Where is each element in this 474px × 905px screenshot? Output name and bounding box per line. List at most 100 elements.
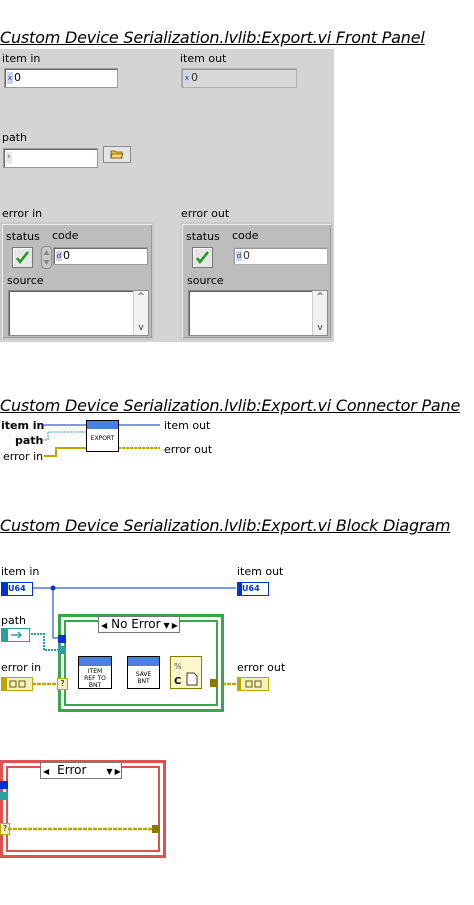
error-in-status-label: status: [6, 230, 40, 243]
connector-pane: item in path error in item out error out…: [0, 418, 230, 468]
decrement-arrow-icon[interactable]: ◀: [101, 621, 108, 630]
connector-wires: [42, 424, 160, 457]
browse-button[interactable]: [103, 146, 131, 163]
error-out-label: error out: [181, 207, 230, 220]
error-cluster-icon: [238, 678, 262, 690]
subvi-1-line-2: REF TO: [84, 675, 106, 682]
error-in-code-label: code: [52, 229, 79, 242]
error-in-terminal[interactable]: [1, 677, 33, 691]
error-in-code-value: 0: [63, 249, 70, 262]
folder-icon: [110, 150, 124, 159]
error-out-terminal[interactable]: [237, 677, 269, 691]
item-out-terminal[interactable]: U64: [237, 582, 269, 596]
bd-path-label: path: [1, 614, 27, 627]
error-in-label: error in: [2, 207, 43, 220]
subvi-1-line-1: ITEM: [87, 668, 103, 675]
close-file-function[interactable]: % C: [170, 656, 202, 689]
error-out-status-label: status: [186, 230, 220, 243]
connector-pane-title: Custom Device Serialization.lvlib:Export…: [0, 396, 461, 415]
export-vi-icon: EXPORT: [86, 420, 119, 452]
chevron-down-icon[interactable]: ▼: [163, 621, 170, 630]
case-selector-error-label: Error: [57, 763, 87, 777]
path-terminal[interactable]: [1, 628, 30, 642]
cp-item-in-label: item in: [1, 419, 45, 432]
cp-item-out-label: item out: [164, 419, 211, 432]
checkmark-icon: [196, 251, 209, 265]
error-out-tunnel: [152, 825, 160, 833]
radix-icon: d: [56, 251, 62, 261]
item-in-terminal-type: U64: [8, 584, 26, 593]
checkmark-icon: [16, 251, 29, 265]
path-control[interactable]: ᵇ: [3, 148, 98, 168]
cp-error-in-label: error in: [3, 450, 44, 463]
svg-text:C: C: [174, 676, 181, 687]
item-in-label: item in: [2, 52, 41, 65]
svg-text:%: %: [174, 662, 182, 671]
export-icon-label: EXPORT: [90, 435, 115, 442]
error-in-source-label: source: [7, 274, 44, 287]
item-in-value: 0: [14, 71, 21, 84]
increment-arrow-icon[interactable]: ▶: [171, 621, 178, 630]
bd-error-out-label: error out: [237, 661, 286, 674]
error-in-code-incdec[interactable]: [41, 246, 52, 269]
item-in-terminal[interactable]: U64: [1, 582, 33, 596]
u64-tunnel: [0, 781, 8, 789]
item-ref-to-bnt-subvi[interactable]: ITEM REF TO BNT: [78, 656, 112, 689]
chevron-down-icon[interactable]: ▼: [106, 767, 113, 776]
item-out-value: 0: [191, 71, 198, 84]
case-selector-no-error-label: No Error: [111, 617, 161, 631]
path-type-icon: ᵇ: [6, 152, 12, 164]
error-out-status-box: [192, 247, 213, 268]
scroll-down-icon[interactable]: v: [138, 323, 144, 333]
cp-path-label: path: [15, 434, 44, 447]
increment-arrow-icon[interactable]: ▶: [114, 767, 121, 776]
radix-icon: d: [236, 251, 242, 261]
bd-error-in-label: error in: [1, 661, 42, 674]
path-terminal-icon: [2, 629, 23, 641]
path-tunnel: [0, 792, 8, 800]
u64-tunnel: [58, 635, 66, 643]
path-tunnel: [58, 646, 66, 654]
bd-item-out-label: item out: [237, 565, 284, 578]
case-selector-no-error[interactable]: ◀No Error▼▶: [98, 616, 180, 633]
block-diagram-title: Custom Device Serialization.lvlib:Export…: [0, 516, 451, 535]
radix-icon: x: [184, 72, 190, 84]
subvi-2-line-2: BNT: [137, 678, 150, 685]
front-panel-title: Custom Device Serialization.lvlib:Export…: [0, 28, 425, 47]
error-out-source-scrollbar[interactable]: ^ v: [312, 291, 327, 335]
error-out-source-field: ^ v: [188, 290, 328, 336]
scroll-up-icon[interactable]: ^: [316, 292, 324, 302]
decrement-arrow-icon[interactable]: ◀: [43, 767, 50, 776]
scroll-down-icon[interactable]: v: [317, 323, 323, 333]
error-passthrough-wire: [8, 827, 154, 831]
error-in-source-field[interactable]: ^ v: [8, 290, 149, 336]
subvi-2-line-1: SAVE: [135, 671, 152, 678]
error-out-code-value: 0: [243, 249, 250, 262]
path-label: path: [2, 131, 28, 144]
save-bnt-subvi[interactable]: SAVE BNT: [127, 656, 160, 689]
scroll-up-icon[interactable]: ^: [137, 292, 145, 302]
item-out-label: item out: [180, 52, 227, 65]
error-in-source-scrollbar[interactable]: ^ v: [133, 291, 148, 335]
cp-error-out-label: error out: [164, 443, 213, 456]
case-selector-error[interactable]: ◀ Error ▼▶: [40, 762, 122, 779]
file-icon: % C: [174, 662, 198, 687]
subvi-1-line-3: BNT: [88, 682, 102, 689]
radix-icon: x: [7, 72, 13, 84]
updown-arrow-icon: [43, 250, 50, 265]
error-out-source-label: source: [187, 274, 224, 287]
error-out-tunnel: [210, 679, 218, 687]
item-out-terminal-type: U64: [242, 584, 260, 593]
case-selector-tunnel: ?: [57, 678, 68, 690]
error-in-status-box[interactable]: [12, 247, 33, 268]
error-out-code-label: code: [232, 229, 259, 242]
bd-item-in-label: item in: [1, 565, 40, 578]
error-cluster-icon: [2, 678, 26, 690]
